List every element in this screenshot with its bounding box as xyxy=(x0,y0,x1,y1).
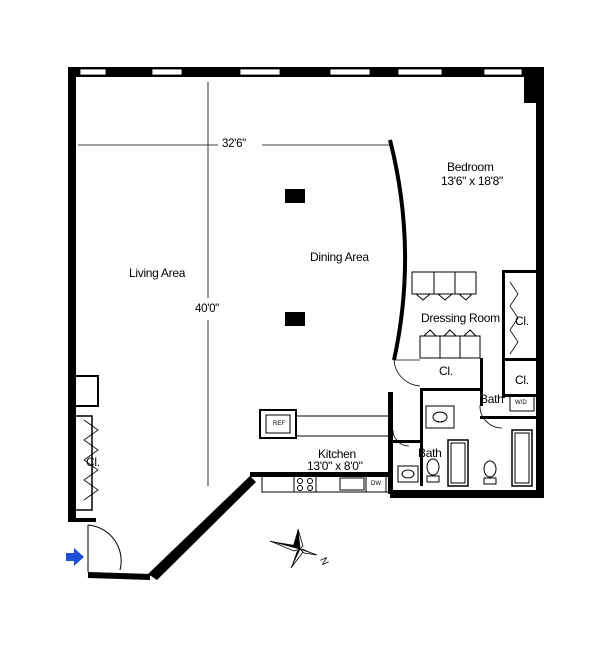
angled-wall xyxy=(76,476,256,580)
kitchen-label: Kitchen xyxy=(318,447,356,461)
closet-right-lower-label: Cl. xyxy=(515,373,529,387)
dishwasher-label: DW xyxy=(371,481,381,487)
bedroom-label: Bedroom xyxy=(447,160,494,174)
bath-fixtures xyxy=(397,394,535,487)
dressing-room-label: Dressing Room xyxy=(421,311,500,325)
bath-main-label: Bath xyxy=(418,446,442,460)
kitchen-size: 13'0" x 8'0" xyxy=(307,459,363,473)
columns xyxy=(285,189,305,326)
width-dimension-label: 32'6" xyxy=(222,138,246,150)
closet-dressing-label: Cl. xyxy=(439,364,453,378)
dressing-cabinets xyxy=(411,271,519,359)
closet-right-upper-label: Cl. xyxy=(515,314,529,328)
dining-area-label: Dining Area xyxy=(310,250,369,264)
living-area-label: Living Area xyxy=(129,266,186,280)
exterior-walls xyxy=(68,67,544,522)
windows xyxy=(79,68,523,76)
entry-door xyxy=(87,524,122,572)
curved-partition xyxy=(388,139,408,361)
compass-icon xyxy=(269,528,318,569)
bath-master-label: Bath xyxy=(480,392,504,406)
interior-doors xyxy=(392,359,503,447)
kitchen xyxy=(259,409,391,493)
closet-entry-label: Cl. xyxy=(86,455,100,469)
entry-closet xyxy=(69,375,99,511)
refrigerator-label: REF xyxy=(273,421,285,427)
dimension-lines xyxy=(78,82,390,486)
depth-dimension-label: 40'0" xyxy=(195,303,219,315)
interior-walls xyxy=(388,270,536,494)
entry-arrow-icon xyxy=(66,548,84,566)
washer-dryer-label: W/D xyxy=(515,400,527,406)
bedroom-size: 13'6" x 18'8" xyxy=(441,174,503,188)
